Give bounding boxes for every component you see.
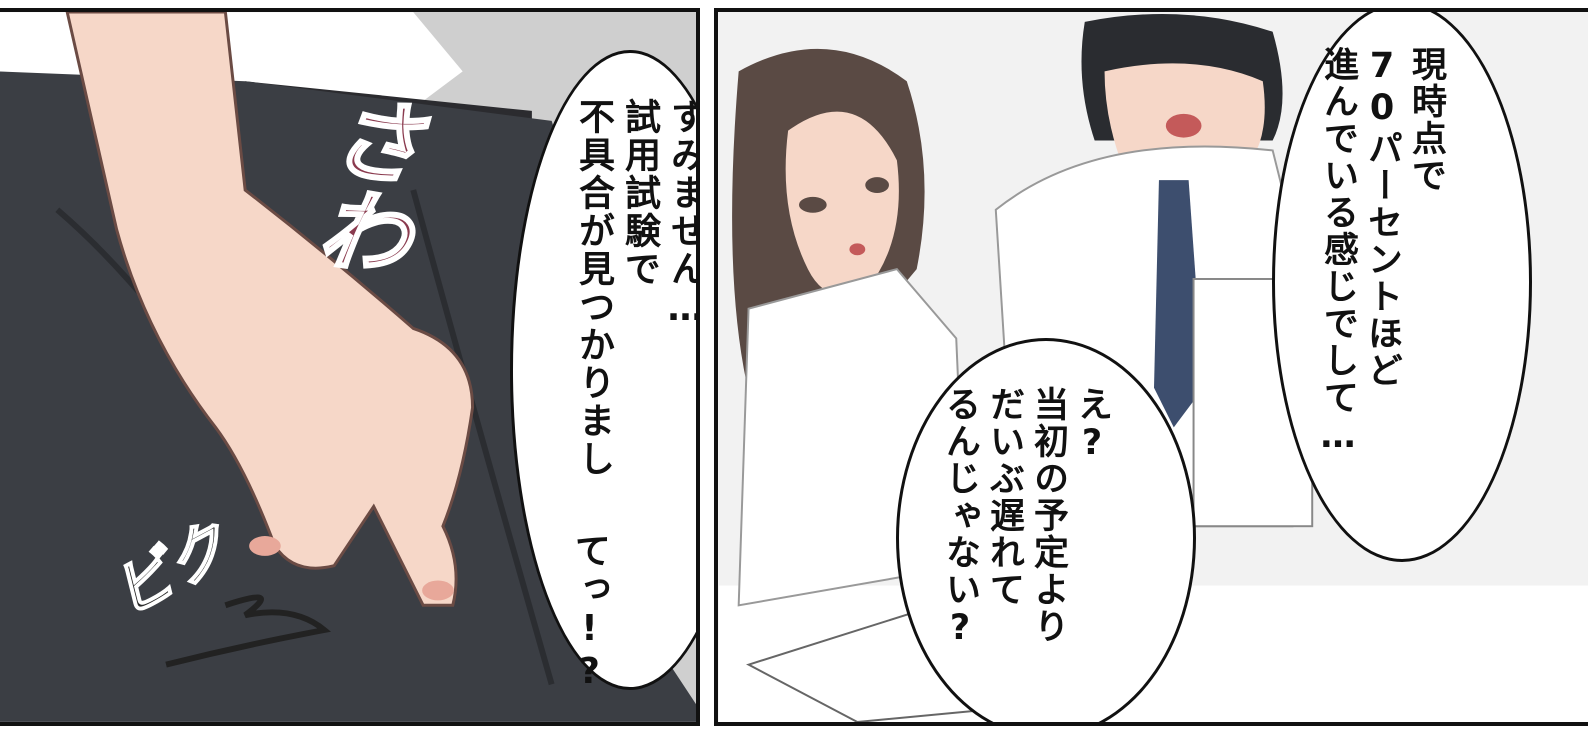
speech-bubble-left-text: すみません… 試用試験で 不具合が見つかりまし [573, 98, 700, 478]
speech-bubble-top-right-text: 現時点で 70パーセントほど 進んでいる感じでして… [1318, 46, 1446, 458]
sfx-biku-stroke [165, 594, 332, 668]
speech-bubble-top-right [1272, 12, 1532, 562]
manga-panel-right: 現時点で 70パーセントほど 進んでいる感じでして… え? 当初の予定より だい… [714, 8, 1588, 726]
speech-bubble-bottom-right [896, 338, 1196, 722]
speech-bubble-left-tail-text: てっ!? [569, 532, 610, 694]
speech-bubble-left [510, 50, 696, 690]
speech-bubble-bottom-right-text: え? 当初の予定より だいぶ遅れて るんじゃない? [940, 386, 1112, 650]
manga-panel-left: さわ ビク すみません… 試用試験で 不具合が見つかりまし てっ!? [0, 8, 700, 726]
